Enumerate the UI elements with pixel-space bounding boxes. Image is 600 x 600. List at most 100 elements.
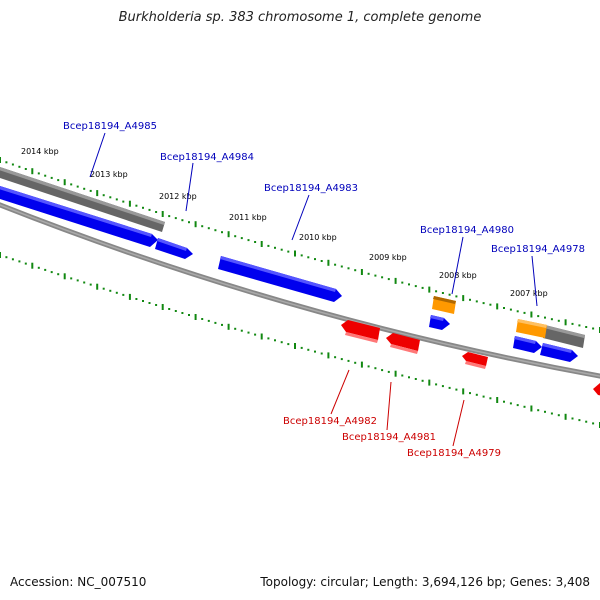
minor-tick [387,370,390,373]
minor-tick [334,356,337,359]
major-tick [294,343,296,349]
major-tick [31,262,34,269]
minor-tick [83,281,86,284]
gene-arrow-a4982[interactable] [341,320,380,340]
minor-tick [354,269,357,272]
gene-label-a4984[interactable]: Bcep18194_A4984 [160,152,254,163]
gene-label-a4979[interactable]: Bcep18194_A4979 [407,448,501,459]
reverse-strand-genes [341,320,600,396]
minor-tick [475,300,478,303]
kbp-label: 2009 kbp [369,253,407,262]
minor-tick [102,194,105,197]
minor-tick [174,217,177,220]
major-tick [128,200,131,207]
gene-label-a4978[interactable]: Bcep18194_A4978 [491,244,585,255]
minor-tick [550,318,553,321]
minor-tick [354,361,357,364]
minor-tick [201,318,204,320]
minor-tick [482,395,485,398]
major-tick [294,250,296,257]
kbp-label: 2010 kbp [299,233,337,242]
minor-tick [381,276,384,279]
minor-tick [181,312,184,314]
topology-text: Topology: circular; Length: 3,694,126 bp… [260,575,590,589]
minor-tick [347,267,350,270]
kbp-label: 2007 kbp [510,289,548,298]
minor-tick [247,331,250,334]
minor-tick [314,350,316,353]
gene-label-a4982[interactable]: Bcep18194_A4982 [283,416,377,427]
minor-tick [516,404,519,407]
major-tick [128,293,131,300]
reverse-label-leaders [330,369,465,447]
minor-tick [537,409,540,412]
minor-tick [320,352,323,355]
minor-tick [421,379,424,382]
minor-tick [155,304,158,306]
minor-tick [475,393,478,396]
minor-tick [435,290,438,293]
minor-tick [455,295,458,298]
minor-tick [70,277,73,280]
minor-tick [441,385,444,388]
minor-tick [109,289,112,292]
minor-tick [267,337,270,340]
minor-tick [115,198,118,201]
minor-tick [381,369,384,372]
minor-tick [234,327,237,330]
minor-tick [44,174,47,177]
kbp-label: 2008 kbp [439,271,477,280]
minor-tick [585,326,588,328]
minor-tick [122,293,125,296]
gene-label-a4980[interactable]: Bcep18194_A4980 [420,225,514,236]
minor-tick [307,348,310,351]
minor-tick [50,176,53,179]
minor-tick [300,346,303,349]
minor-tick [435,383,438,386]
minor-tick [188,314,190,316]
minor-tick [207,319,210,322]
major-tick [63,179,66,186]
minor-tick [57,179,60,182]
minor-tick [374,274,377,277]
minor-tick [83,187,86,190]
gray-feature-a4978[interactable] [543,325,585,348]
minor-tick [174,310,177,312]
minor-tick [523,311,526,314]
minor-tick [408,283,410,286]
forward-label-leaders [89,132,538,307]
kbp-label: 2014 kbp [21,147,59,156]
minor-tick [387,278,390,281]
minor-tick [408,376,410,379]
minor-tick [155,211,158,213]
minor-tick [57,273,60,276]
minor-tick [571,322,574,325]
minor-tick [76,279,79,282]
minor-tick [207,227,210,230]
minor-tick [148,302,151,304]
gene-label-a4983[interactable]: Bcep18194_A4983 [264,183,358,194]
gene-arrow-a4979[interactable] [462,352,488,366]
gene-arrow-a4983[interactable] [218,256,342,302]
gene-label-a4985[interactable]: Bcep18194_A4985 [63,121,157,132]
gene-label-a4981[interactable]: Bcep18194_A4981 [342,432,436,443]
minor-tick [148,208,151,211]
minor-tick [592,327,595,330]
minor-tick [448,386,451,389]
kbp-label: 2013 kbp [90,170,128,179]
minor-tick [115,291,118,294]
minor-tick [274,246,276,249]
minor-tick [11,258,14,261]
minor-tick [168,308,171,310]
major-tick [194,221,197,228]
major-tick [496,303,499,310]
minor-tick [254,241,257,243]
minor-tick [70,183,73,186]
gene-arrow-a4981[interactable] [386,333,420,351]
gene-arrow-offscreen[interactable] [593,383,600,396]
minor-tick [544,410,546,413]
major-tick [462,388,465,395]
minor-tick [201,225,204,228]
kbp-label: 2011 kbp [229,213,267,222]
